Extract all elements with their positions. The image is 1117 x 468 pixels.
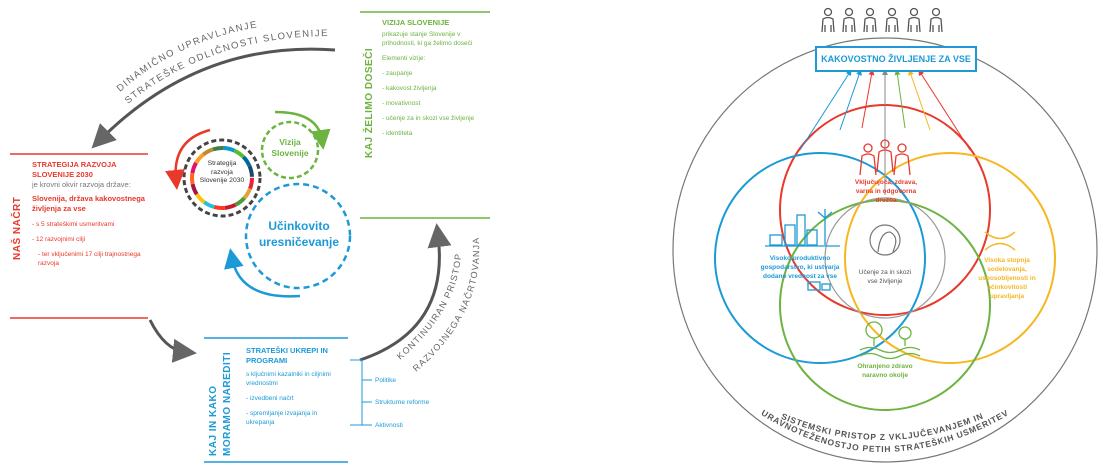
sdg-color-ring <box>190 146 254 210</box>
vizija-circle <box>260 120 320 180</box>
society-icon <box>859 139 911 176</box>
ukrepi-item: - spremljanje izvajanja in ukrepanja <box>246 410 318 426</box>
kaj-zelimo-side-label: KAJ ŽELIMO DOSEČI <box>364 47 375 158</box>
kaj-zelimo-elements-title: Elementi vizije: <box>382 55 426 62</box>
vizija-element: - identiteta <box>382 130 413 137</box>
arc-top-arrow <box>91 47 336 149</box>
gear-red-arrow <box>165 128 211 190</box>
ucinkovito-circle <box>244 182 352 290</box>
ukrepi-item: - izvedbeni načrt <box>246 395 294 402</box>
nas-nacrt-block: STRATEGIJA RAZVOJA SLOVENIJE 2030 je kro… <box>32 160 150 268</box>
branch-strukturne-reforme: Strukturne reforme <box>375 399 430 406</box>
kaj-zelimo-desc: prikazuje stanje Slovenije v prihodnosti… <box>382 31 473 47</box>
green-label: Ohranjeno zdravo naravno okolje <box>857 363 913 379</box>
nas-nacrt-side-label: NAŠ NAČRT <box>12 196 23 260</box>
learning-icon <box>869 224 901 256</box>
governance-icon <box>984 231 1016 251</box>
nas-nacrt-title: STRATEGIJA RAZVOJA SLOVENIJE 2030 <box>32 160 117 179</box>
vizija-arrow <box>274 110 331 150</box>
strategy-gear <box>182 138 262 218</box>
nas-nacrt-desc: je krovni okvir razvoja države: <box>32 180 131 189</box>
left-diagram-graphics: DINAMIČNO UPRAVLJANJE STRATEŠKE ODLIČNOS… <box>10 11 490 463</box>
kaj-kako-desc: s ključnimi kazalniki in ciljnimi vredno… <box>246 371 331 387</box>
branch-politike: Politike <box>375 377 396 384</box>
outer-circle <box>672 37 1098 463</box>
green-circle <box>779 199 991 411</box>
vizija-circle-label: Vizija Slovenije <box>271 137 309 158</box>
vizija-element: - inovativnost <box>382 100 421 107</box>
kaj-kako-title: STRATEŠKI UKREPI IN PROGRAMI <box>246 346 328 365</box>
kaj-zelimo-block: VIZIJA SLOVENIJE prikazuje stanje Sloven… <box>382 18 488 138</box>
vizija-element: - učenje za in skozi vse življenje <box>382 115 475 122</box>
arc-right-arrow <box>359 223 452 362</box>
top-box-kakovostno: KAKOVOSTNO ŽIVLJENJE ZA VSE <box>815 46 977 72</box>
arc-bottom-left-arrow <box>148 319 197 363</box>
yellow-label: Visoka stopnja sodelovanja, usposobljeno… <box>978 257 1036 300</box>
branches-bracket <box>350 359 372 426</box>
nature-icon <box>859 321 921 360</box>
nas-nacrt-subtitle: Slovenija, država kakovostnega življenja… <box>32 194 145 213</box>
blue-circle <box>714 152 926 364</box>
branch-aktivnosti: Aktivnosti <box>375 422 403 429</box>
economy-icon <box>765 209 840 291</box>
ucinkovito-circle-label: Učinkovito uresničevanje <box>258 219 340 249</box>
nas-nacrt-item: - 12 razvojnimi cilji <box>32 236 86 243</box>
red-label: Vključujoča, zdrava, varna in odgovorna … <box>854 179 918 204</box>
center-circle <box>824 197 946 319</box>
people-icons <box>821 7 943 33</box>
ucinkovito-arrow <box>224 248 301 298</box>
yellow-circle <box>844 152 1056 364</box>
center-label: Učenje za in skozi vse življenje <box>858 269 912 285</box>
arc-top-text: DINAMIČNO UPRAVLJANJE <box>115 19 259 94</box>
kaj-kako-side-label-2: MORAMO NAREDITI <box>222 351 233 456</box>
right-diagram-graphics: SISTEMSKI PRISTOP Z VKLJUČEVANJEM IN URA… <box>672 7 1098 463</box>
vizija-element: - kakovost življenja <box>382 85 437 92</box>
gear-label: Strategija razvoja Slovenije 2030 <box>199 160 245 184</box>
kaj-kako-side-label-1: KAJ IN KAKO <box>208 385 219 456</box>
kaj-kako-block: STRATEŠKI UKREPI IN PROGRAMI s ključnimi… <box>246 346 346 427</box>
blue-label: Visoko produktivno gospodarstvo, ki ustv… <box>760 255 840 280</box>
kaj-zelimo-title: VIZIJA SLOVENIJE <box>382 18 450 27</box>
vizija-element: - zaupanje <box>382 70 413 77</box>
nas-nacrt-item: - s 5 strateškimi usmeritvami <box>32 221 115 228</box>
nas-nacrt-item: - ter vključenimi 17 cilji trajnostnega … <box>38 251 141 267</box>
